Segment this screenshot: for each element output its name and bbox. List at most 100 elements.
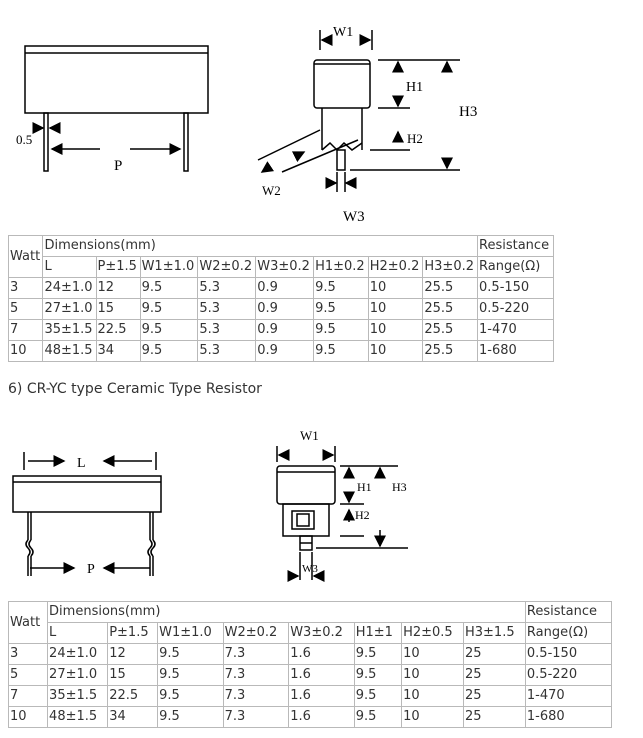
table-cell: 25.5 [422, 277, 479, 299]
table-cell: 9.5 [157, 664, 224, 686]
table-cell: 9.5 [353, 685, 403, 707]
table-cell: 48±1.5 [42, 340, 97, 362]
w1-label: W1 [333, 25, 353, 40]
dimensions-header: Dimensions(mm) [42, 235, 479, 257]
column-header: H3±1.5 [462, 622, 526, 644]
table-cell: 1.6 [288, 706, 355, 728]
column-header: W2±0.2 [197, 256, 257, 278]
h1-label-2: H1 [357, 480, 372, 494]
table-cell: 25.5 [422, 298, 479, 320]
column-header: W3±0.2 [288, 622, 355, 644]
column-header: P±1.5 [95, 256, 141, 278]
table-cell: 27±1.0 [42, 298, 97, 320]
table-cell: 9.5 [313, 340, 369, 362]
column-header: H3±0.2 [422, 256, 479, 278]
table-cell: 1.6 [288, 643, 355, 665]
resistance-unit-header: Range(Ω) [524, 622, 613, 644]
table-cell: 9.5 [313, 298, 369, 320]
column-header: W1±1.0 [157, 622, 224, 644]
table-cell: 0.9 [255, 298, 315, 320]
table-cell: 9.5 [313, 319, 369, 341]
table-cell: 0.9 [255, 340, 315, 362]
column-header: H2±0.5 [401, 622, 464, 644]
table-cell: 22.5 [95, 319, 141, 341]
pin-offset-label: 0.5 [16, 132, 32, 147]
resistor-front-view-2 [12, 452, 162, 576]
w1-label-2: W1 [300, 428, 319, 443]
table-cell: 7.3 [222, 706, 290, 728]
table-cell: 22.5 [107, 685, 159, 707]
section-heading: 6) CR-YC type Ceramic Type Resistor [8, 381, 262, 397]
table-row: 7 35±1.5 22.5 9.5 5.3 0.9 9.5 10 25.5 1-… [7, 319, 554, 341]
spec-table-2: Watt Dimensions(mm) Resistance L P±1.5 W… [7, 601, 613, 728]
table-subheader-row: L P±1.5 W1±1.0 W2±0.2 W3±0.2 H1±1 H2±0.5… [9, 622, 613, 644]
range-cell: 0.5-220 [477, 298, 554, 320]
table-cell: 12 [95, 277, 141, 299]
table-header-row: Watt Dimensions(mm) Resistance [7, 235, 554, 278]
table-row: 3 24±1.0 12 9.5 5.3 0.9 9.5 10 25.5 0.5-… [7, 277, 554, 299]
table-cell: 10 [401, 706, 464, 728]
table-cell: 9.5 [313, 277, 369, 299]
watt-cell: 10 [7, 340, 44, 362]
watt-cell: 7 [7, 319, 44, 341]
spec-table-1: Watt Dimensions(mm) Resistance L P±1.5 W… [7, 235, 554, 362]
table-cell: 10 [401, 643, 464, 665]
table-cell: 25 [462, 664, 526, 686]
resistance-header: Resistance [524, 601, 613, 623]
range-cell: 0.5-150 [524, 643, 613, 665]
watt-cell: 3 [7, 643, 49, 665]
column-header: W2±0.2 [222, 622, 290, 644]
table-cell: 9.5 [139, 277, 199, 299]
table-cell: 12 [107, 643, 159, 665]
table-cell: 0.9 [255, 319, 315, 341]
column-header: H2±0.2 [367, 256, 424, 278]
table-cell: 9.5 [157, 706, 224, 728]
h3-label: H3 [459, 104, 477, 120]
table-cell: 25 [462, 706, 526, 728]
table-row: 7 35±1.5 22.5 9.5 7.3 1.6 9.5 10 25 1-47… [7, 685, 613, 707]
column-header: P±1.5 [107, 622, 159, 644]
range-cell: 0.5-150 [477, 277, 554, 299]
h2-label-2: H2 [355, 508, 370, 522]
watt-cell: 3 [7, 277, 44, 299]
table-cell: 9.5 [139, 340, 199, 362]
w2-label: W2 [262, 183, 281, 198]
column-header: H1±1 [353, 622, 403, 644]
table-cell: 7.3 [222, 664, 290, 686]
table-cell: 7.3 [222, 643, 290, 665]
h3-label-2: H3 [392, 480, 407, 494]
watt-header: Watt [7, 235, 44, 278]
column-header: W3±0.2 [255, 256, 315, 278]
table-cell: 10 [367, 277, 424, 299]
resistance-header: Resistance [477, 235, 554, 257]
table-header-row: Watt Dimensions(mm) Resistance [7, 601, 613, 644]
pitch-label: P [114, 158, 122, 174]
column-header: H1±0.2 [313, 256, 369, 278]
table-cell: 5.3 [197, 319, 257, 341]
resistor-side-view-2 [276, 446, 408, 582]
resistor-front-view-1 [24, 45, 209, 172]
h2-label: H2 [407, 131, 423, 146]
watt-header: Watt [7, 601, 49, 644]
length-label: L [77, 456, 86, 471]
table-cell: 5.3 [197, 298, 257, 320]
table-cell: 9.5 [353, 643, 403, 665]
table-cell: 10 [401, 685, 464, 707]
table-subheader-row: L P±1.5 W1±1.0 W2±0.2 W3±0.2 H1±0.2 H2±0… [9, 256, 554, 278]
range-cell: 1-470 [524, 685, 613, 707]
table-cell: 9.5 [157, 643, 224, 665]
table-cell: 48±1.5 [47, 706, 109, 728]
range-cell: 1-680 [477, 340, 554, 362]
table-cell: 7.3 [222, 685, 290, 707]
table-row: 3 24±1.0 12 9.5 7.3 1.6 9.5 10 25 0.5-15… [7, 643, 613, 665]
table-cell: 9.5 [353, 664, 403, 686]
table-cell: 34 [95, 340, 141, 362]
table-cell: 24±1.0 [47, 643, 109, 665]
range-cell: 1-680 [524, 706, 613, 728]
table-cell: 0.9 [255, 277, 315, 299]
table-cell: 25 [462, 643, 526, 665]
watt-cell: 5 [7, 664, 49, 686]
table-cell: 5.3 [197, 277, 257, 299]
table-cell: 9.5 [157, 685, 224, 707]
